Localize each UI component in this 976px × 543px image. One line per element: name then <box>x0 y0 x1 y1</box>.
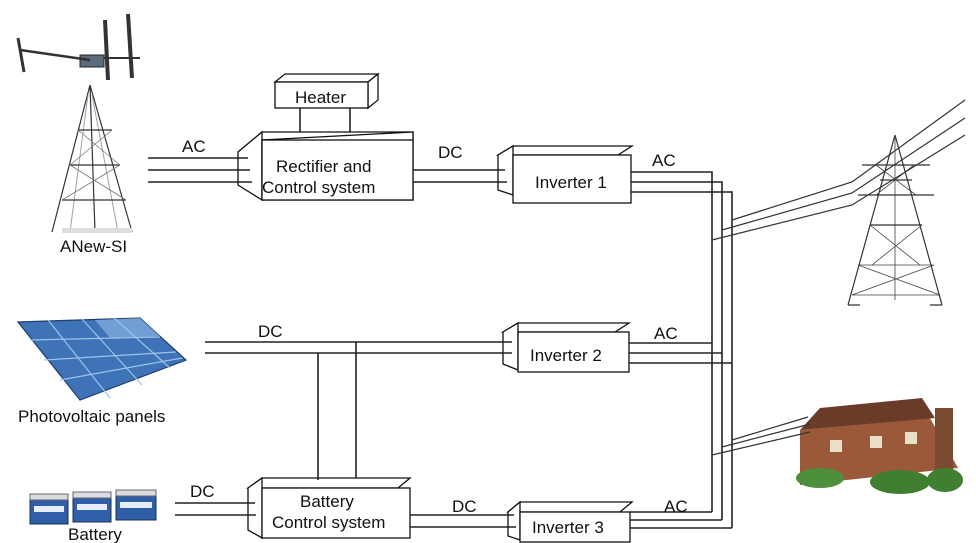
dc-wires-battery-ctrl <box>410 515 516 527</box>
dc-label-battery: DC <box>190 482 215 501</box>
inverter-1-label: Inverter 1 <box>535 173 607 192</box>
solar-panel-icon <box>18 318 186 400</box>
ac-label-turbine: AC <box>182 137 206 156</box>
ac-wires-turbine <box>148 158 252 182</box>
heater-label: Heater <box>295 88 346 107</box>
dc-label-rectifier: DC <box>438 143 463 162</box>
inverter-3-label: Inverter 3 <box>532 518 604 537</box>
rectifier-label-line2: Control system <box>262 178 375 197</box>
house-icon <box>796 398 963 494</box>
dc-label-battery-ctrl: DC <box>452 497 477 516</box>
pv-battery-tie <box>318 342 356 480</box>
dc-wires-pv <box>205 342 512 353</box>
wind-turbine-label: ANew-SI <box>60 237 127 256</box>
transmission-tower-icon <box>848 135 942 305</box>
dc-wires-battery <box>175 503 256 515</box>
battery-control-label-line1: Battery <box>300 492 354 511</box>
inverter-2-label: Inverter 2 <box>530 346 602 365</box>
ac-label-inverter1: AC <box>652 151 676 170</box>
dc-label-pv: DC <box>258 322 283 341</box>
battery-label: Battery <box>68 525 122 543</box>
rectifier-label-line1: Rectifier and <box>276 157 371 176</box>
dc-wires-rectifier <box>413 170 507 182</box>
ac-label-inverter3: AC <box>664 497 688 516</box>
battery-control-label-line2: Control system <box>272 513 385 532</box>
pv-panels-label: Photovoltaic panels <box>18 407 165 426</box>
battery-icon <box>30 490 156 524</box>
wind-turbine-icon <box>18 14 140 233</box>
ac-label-inverter2: AC <box>654 324 678 343</box>
